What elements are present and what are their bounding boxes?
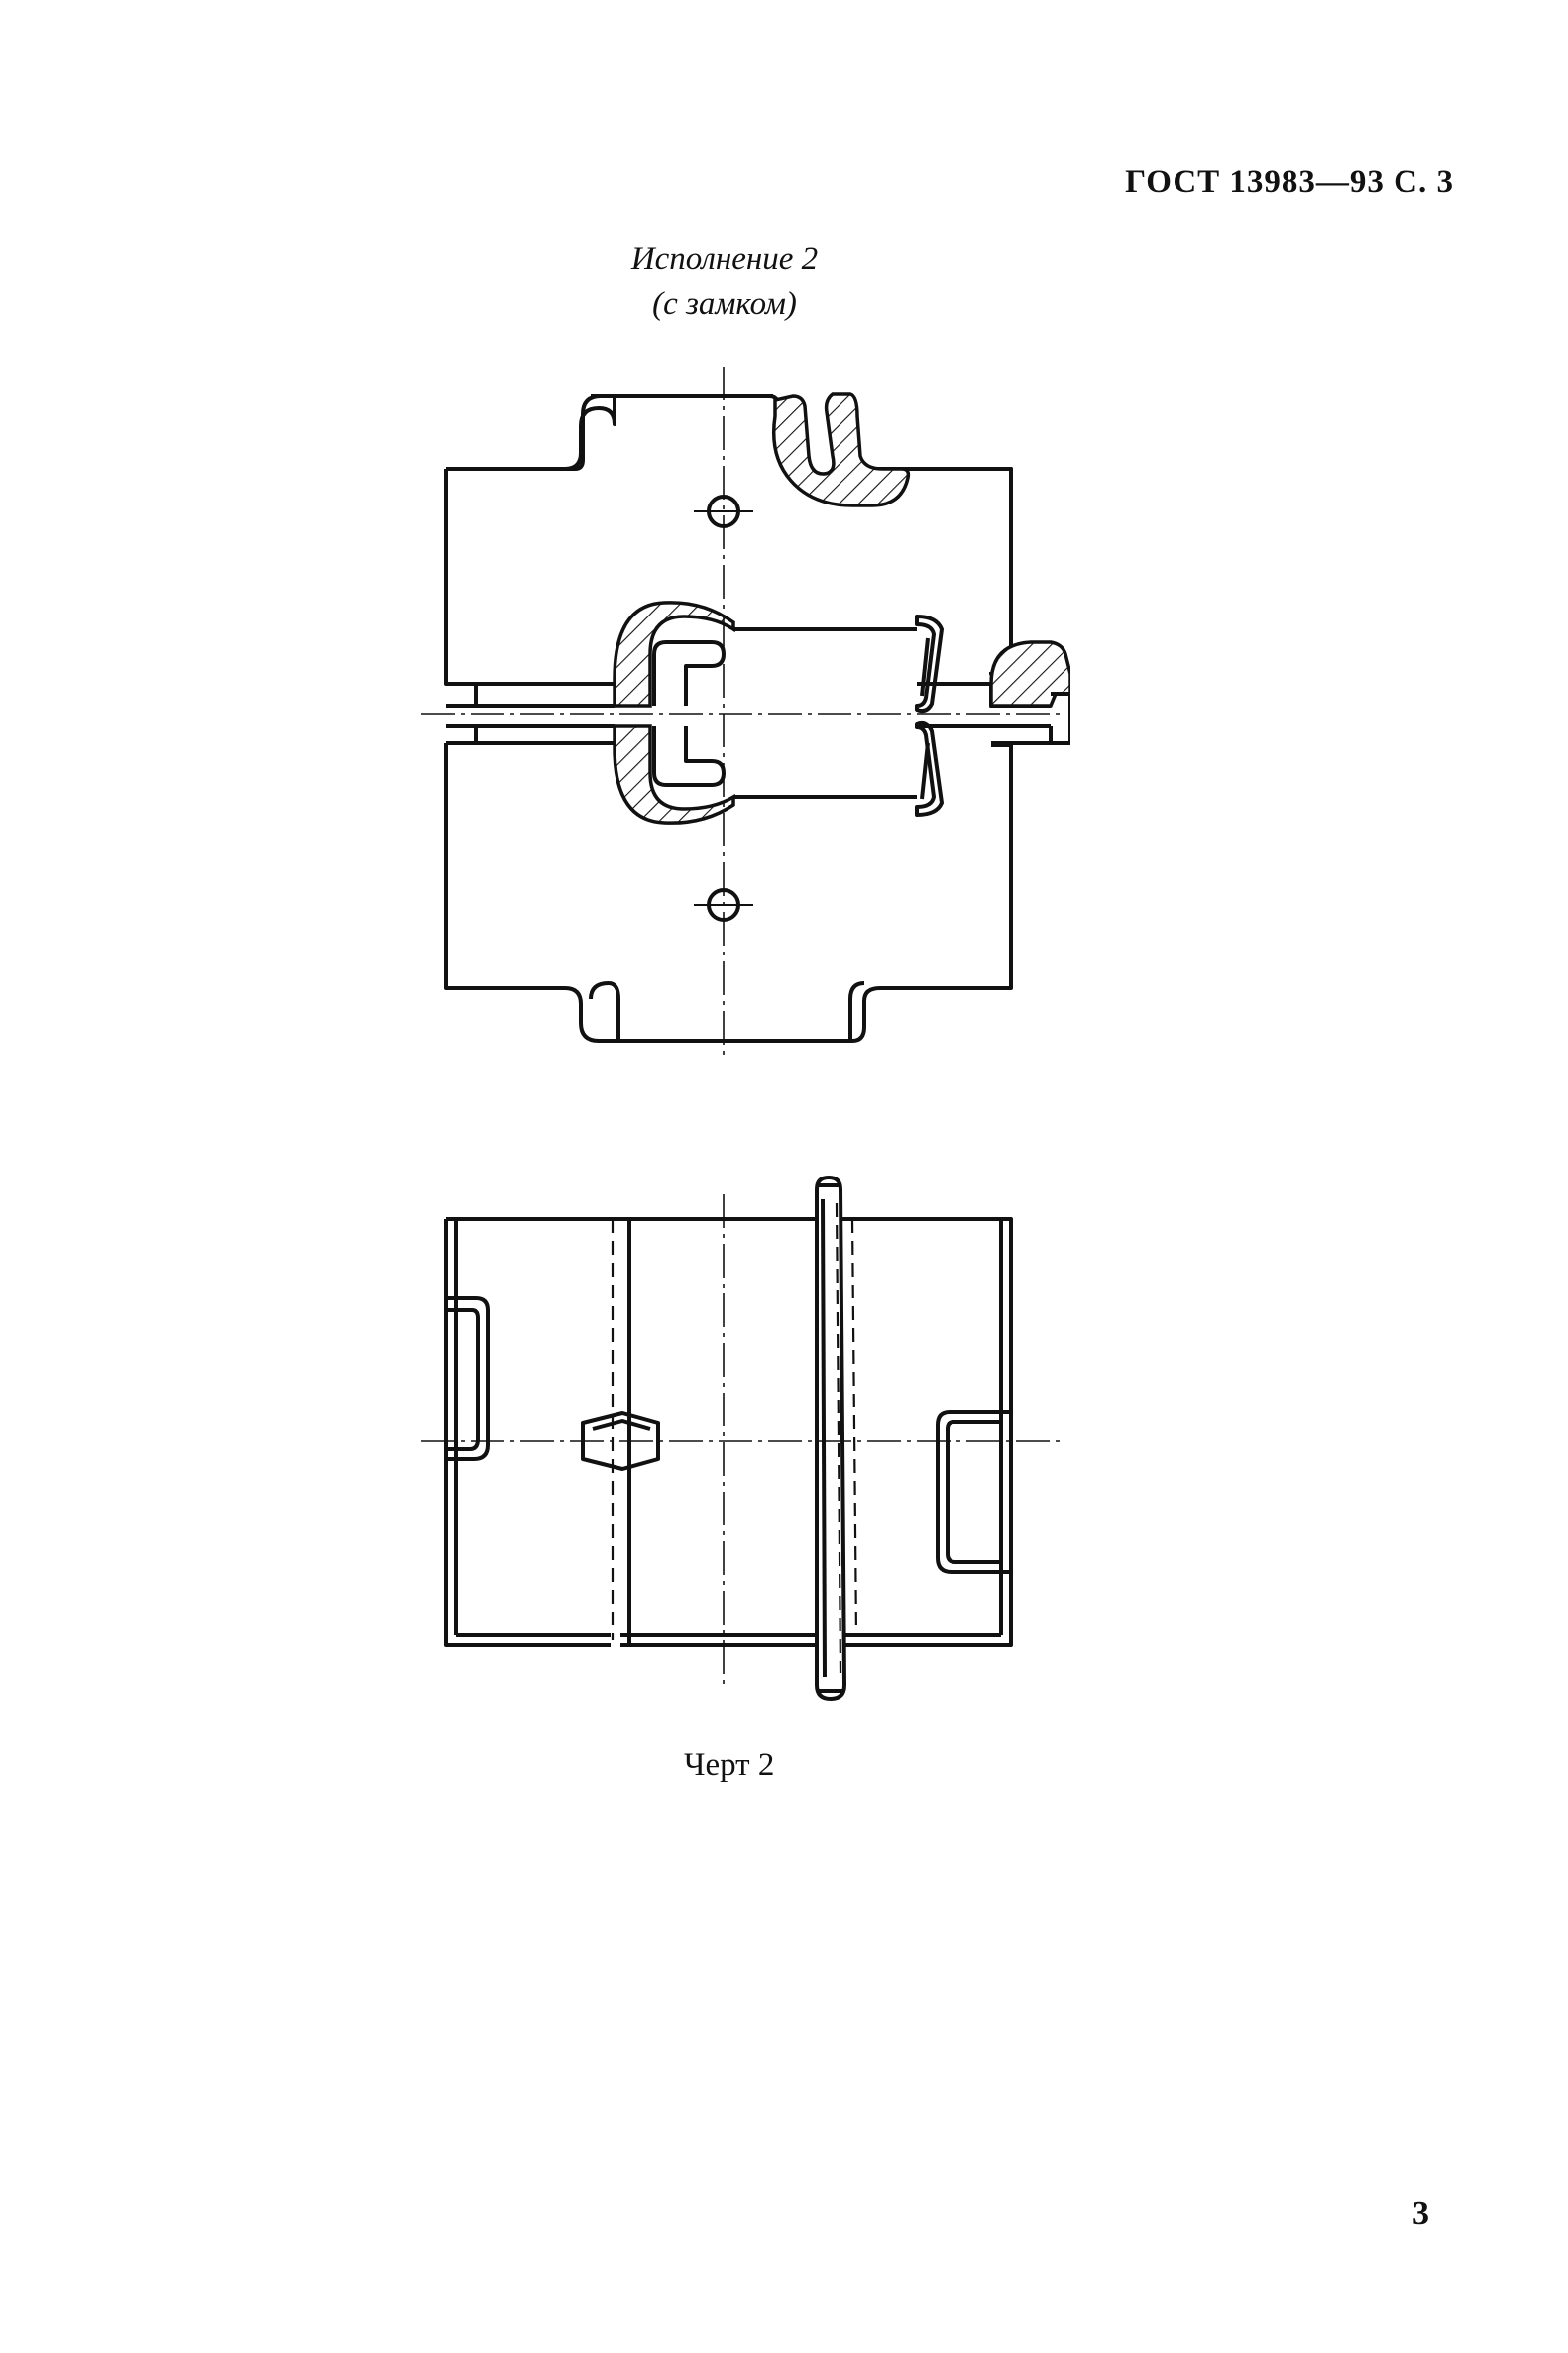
right-stud [1051, 692, 1070, 745]
lower-body-outline [444, 743, 1013, 1043]
left-handle [446, 1296, 490, 1461]
left-lock-boss-lower [613, 724, 735, 825]
left-handle-inner [446, 1308, 480, 1451]
split-gap-upper [446, 682, 615, 708]
right-lock-boss [989, 640, 1070, 708]
lock-rod [815, 1176, 846, 1701]
front-view-drawing [421, 367, 1070, 1056]
split-gap-lower [446, 724, 615, 745]
lock-rod-hidden-2 [850, 1218, 858, 1636]
right-spring-clip-lower [915, 721, 944, 817]
lower-right-notch [848, 981, 865, 1041]
variant-subtitle: (с замком) [652, 286, 797, 322]
upper-right-side [908, 467, 1013, 679]
right-handle-inner [946, 1420, 1001, 1564]
page-number: 3 [1412, 2195, 1429, 2232]
upper-lock-hook [771, 392, 911, 507]
latch-inner [592, 1419, 651, 1431]
right-spring-clip-upper [915, 615, 944, 714]
side-view-drawing [421, 1176, 1065, 1701]
figure-variant-caption: Исполнение 2 (с замком) [0, 236, 1568, 327]
variant-title: Исполнение 2 [630, 241, 819, 277]
upper-top-edge [591, 394, 779, 402]
lock-rod-inner [821, 1198, 827, 1678]
right-clip-inner-upper [920, 637, 930, 697]
figure-caption: Черт 2 [684, 1747, 775, 1783]
document-header: ГОСТ 13983—93 С. 3 [1125, 165, 1454, 200]
side-body-outline [444, 1217, 1013, 1647]
lock-rod-hidden-1 [835, 1202, 842, 1674]
left-slot-lower [652, 726, 726, 787]
left-slot-upper [652, 640, 726, 706]
right-handle [936, 1410, 1011, 1574]
upper-left-notch [446, 396, 616, 471]
latch-block [581, 1411, 660, 1471]
right-clip-inner-lower [920, 742, 930, 800]
left-lock-boss [613, 601, 735, 708]
lower-left-notch [589, 981, 620, 1041]
